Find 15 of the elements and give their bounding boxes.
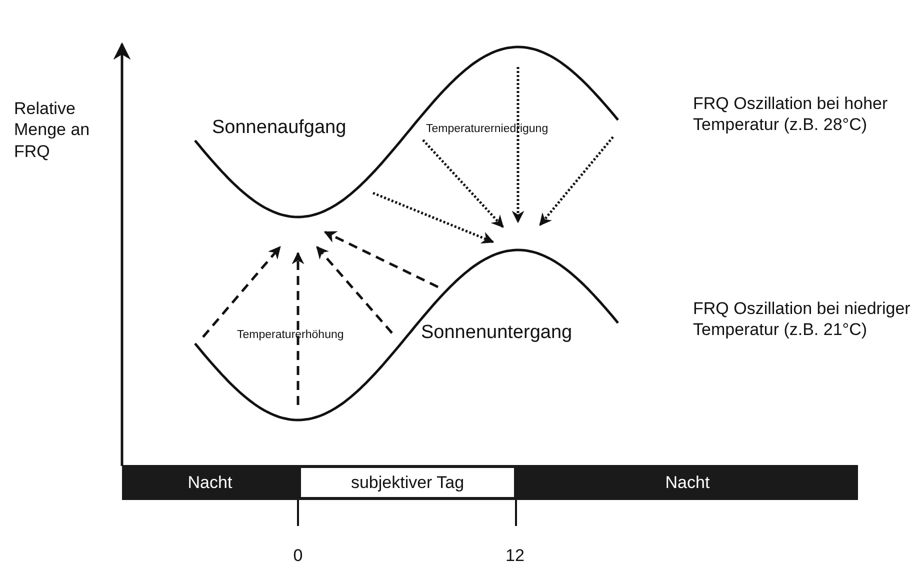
- time-bar-segment: [298, 465, 517, 500]
- axis-label: Relative Menge an FRQ: [14, 98, 91, 162]
- curve-label: Sonnenuntergang: [421, 321, 574, 345]
- time-bar-segment: [122, 465, 298, 500]
- tick-label: 12: [504, 545, 526, 564]
- time-bar-segment: [517, 465, 858, 500]
- curve-description: FRQ Oszillation bei niedriger Temperatur (z.B. 21°C): [693, 298, 912, 340]
- curve-description: FRQ Oszillation bei hoher Temperatur (z.B. 28°C): [693, 93, 889, 136]
- arrow-group-label: Temperaturerhöhung: [237, 328, 345, 342]
- segment-label: Nacht: [665, 472, 710, 492]
- curve-label: Sonnenaufgang: [212, 116, 348, 140]
- arrow-group-label: Temperaturerniedrigung: [426, 122, 550, 136]
- tick-label: 0: [292, 545, 304, 564]
- segment-label: Nacht: [188, 472, 232, 492]
- segment-label: subjektiver Tag: [350, 472, 464, 492]
